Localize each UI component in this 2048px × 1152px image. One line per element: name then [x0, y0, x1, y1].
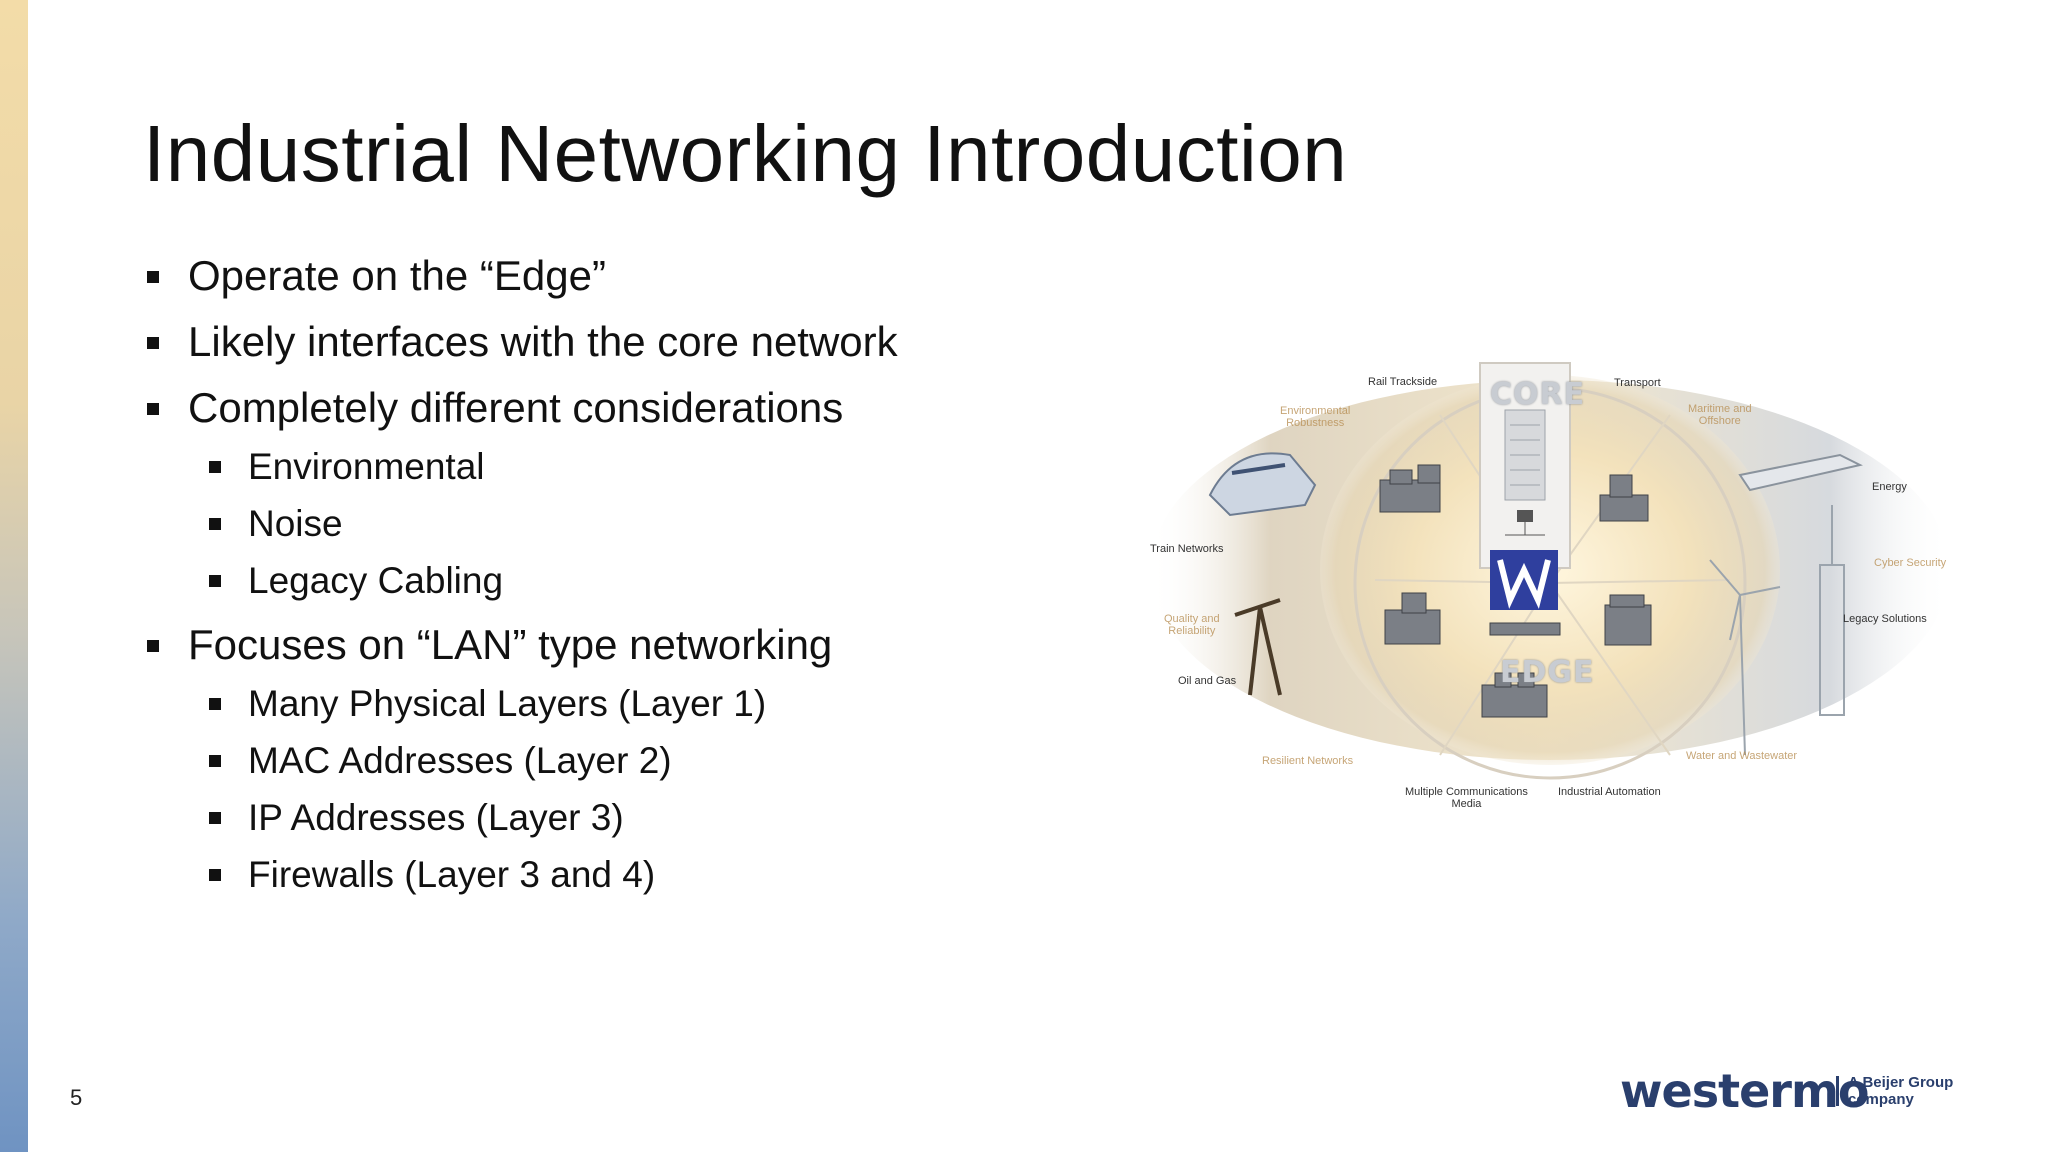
bullet-square-icon: [209, 755, 221, 767]
core-edge-diagram: CORE EDGE Rail Trackside Transport Energ…: [1140, 355, 1960, 825]
sub-bullet-item: Legacy Cabling: [143, 557, 1043, 605]
sub-bullet-item: Environmental: [143, 443, 1043, 491]
bullet-square-icon: [209, 518, 221, 530]
bullet-text: Completely different considerations: [188, 384, 844, 431]
bullet-text: Likely interfaces with the core network: [188, 318, 898, 365]
bullet-item: Completely different considerations: [143, 382, 1043, 434]
label-transport: Transport: [1614, 377, 1661, 389]
bullet-square-icon: [209, 698, 221, 710]
bullet-item: Operate on the “Edge”: [143, 250, 1043, 302]
bullet-text: IP Addresses (Layer 3): [248, 797, 624, 838]
bullet-square-icon: [209, 461, 221, 473]
bullet-square-icon: [147, 640, 159, 652]
label-quality-reliability: Quality and Reliability: [1164, 613, 1220, 637]
label-maritime-offshore: Maritime and Offshore: [1688, 403, 1752, 427]
label-oil-and-gas: Oil and Gas: [1178, 675, 1237, 687]
bullet-square-icon: [209, 869, 221, 881]
label-water-wastewater: Water and Wastewater: [1686, 750, 1798, 762]
bullet-text: MAC Addresses (Layer 2): [248, 740, 672, 781]
label-energy: Energy: [1872, 481, 1907, 493]
diagram-graphic: [1150, 362, 1950, 780]
bullet-text: Legacy Cabling: [248, 560, 504, 601]
logo-divider: [1836, 1076, 1839, 1106]
label-cyber-security: Cyber Security: [1874, 557, 1947, 569]
label-industrial-automation: Industrial Automation: [1558, 786, 1661, 798]
slide-title: Industrial Networking Introduction: [143, 109, 1348, 198]
bullet-text: Focuses on “LAN” type networking: [188, 621, 833, 668]
bullet-text: Many Physical Layers (Layer 1): [248, 683, 767, 724]
core-label: CORE: [1490, 377, 1586, 412]
label-environmental-robustness: Environmental Robustness: [1280, 405, 1351, 429]
westermo-logo: westermo A Beijer Group company: [1620, 1062, 1980, 1122]
label-multiple-media: Multiple Communications Media: [1405, 786, 1528, 810]
bullet-square-icon: [147, 337, 159, 349]
sub-bullet-item: Many Physical Layers (Layer 1): [143, 680, 1043, 728]
logo-tagline: A Beijer Group company: [1848, 1074, 1954, 1108]
bullet-item: Likely interfaces with the core network: [143, 316, 1043, 368]
edge-label: EDGE: [1500, 655, 1595, 690]
bullet-square-icon: [147, 271, 159, 283]
bullet-square-icon: [209, 575, 221, 587]
decorative-side-bar: [0, 0, 28, 1152]
sub-bullet-item: IP Addresses (Layer 3): [143, 794, 1043, 842]
logo-wordmark: westermo: [1620, 1064, 1869, 1118]
bullet-text: Operate on the “Edge”: [188, 252, 606, 299]
label-rail-trackside: Rail Trackside: [1368, 376, 1438, 388]
label-train-networks: Train Networks: [1150, 543, 1224, 555]
bullet-square-icon: [209, 812, 221, 824]
bullet-text: Firewalls (Layer 3 and 4): [248, 854, 656, 895]
sub-bullet-item: Firewalls (Layer 3 and 4): [143, 851, 1043, 899]
bullet-list: Operate on the “Edge” Likely interfaces w…: [143, 250, 1043, 899]
page-number: 5: [70, 1085, 83, 1110]
sub-bullet-item: Noise: [143, 500, 1043, 548]
label-legacy-solutions: Legacy Solutions: [1843, 613, 1927, 625]
label-resilient-networks: Resilient Networks: [1262, 755, 1354, 767]
bullet-text: Environmental: [248, 446, 485, 487]
bullet-text: Noise: [248, 503, 343, 544]
bullet-item: Focuses on “LAN” type networking: [143, 619, 1043, 671]
bullet-square-icon: [147, 403, 159, 415]
sub-bullet-item: MAC Addresses (Layer 2): [143, 737, 1043, 785]
